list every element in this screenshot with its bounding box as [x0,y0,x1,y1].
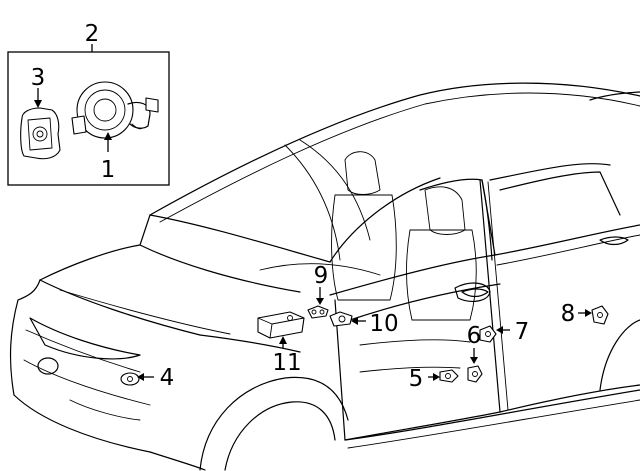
inset-box: 2 3 1 [7,21,170,186]
car-body-outline [9,82,640,471]
inset-callout-1: 1 [101,157,116,183]
spiral-cable-sub-assembly-part [20,107,61,160]
part-10-sensor [329,311,353,327]
part-8-sensor [591,305,609,325]
part-4-sensor [120,372,140,386]
callout-6: 6 [467,323,482,349]
callout-11: 11 [272,350,301,376]
callout-7: 7 [515,319,530,345]
part-7-sensor [479,325,497,343]
part-6-sensor [467,365,483,383]
callout-8: 8 [561,301,576,327]
clock-spring-part [71,81,159,139]
part-11-airbag-module [257,311,305,339]
inset-callout-3: 3 [31,65,46,91]
seat-outlines [259,151,477,373]
callout-9: 9 [314,263,329,289]
part-9-sensor [307,305,329,319]
part-5-sensor [439,369,459,383]
callout-4: 4 [160,365,175,391]
inset-callout-2: 2 [85,21,100,47]
callout-5: 5 [409,366,424,392]
callout-10: 10 [369,311,398,337]
